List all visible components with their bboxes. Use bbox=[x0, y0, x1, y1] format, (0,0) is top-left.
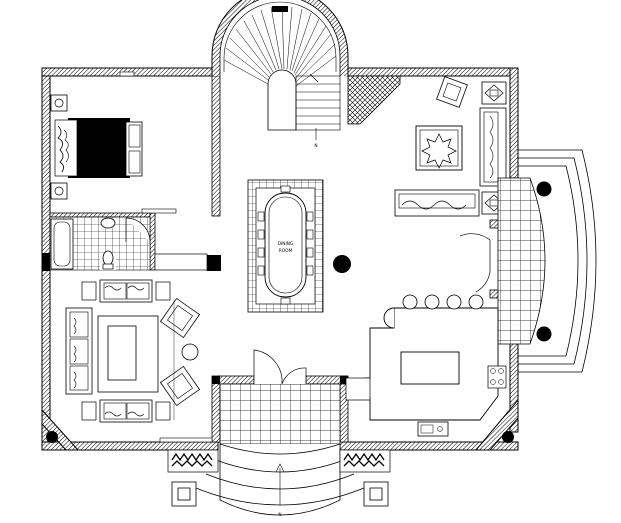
dining-area bbox=[247, 179, 324, 313]
column bbox=[340, 376, 348, 384]
washbasin bbox=[100, 217, 116, 229]
bar-stool bbox=[424, 294, 440, 310]
nightstand bbox=[50, 182, 68, 200]
column bbox=[212, 376, 220, 384]
dining-label: DINING bbox=[278, 241, 294, 247]
nightstand bbox=[50, 94, 68, 112]
terrace-right bbox=[497, 149, 597, 373]
planter-left bbox=[167, 449, 219, 507]
landing-wall bbox=[347, 75, 401, 125]
stair-tower-cap bbox=[272, 6, 288, 12]
spiral-staircase bbox=[211, 0, 349, 140]
kitchen bbox=[345, 294, 507, 437]
bedroom bbox=[50, 71, 177, 214]
entrance-mark: N bbox=[278, 512, 281, 518]
door-terrace bbox=[459, 233, 491, 293]
kitchen-island bbox=[400, 351, 460, 385]
stair-up-mark: N bbox=[314, 143, 317, 149]
bathroom bbox=[49, 216, 208, 271]
living-room bbox=[65, 279, 213, 443]
side-table bbox=[181, 343, 199, 361]
bar-stool bbox=[402, 294, 418, 310]
planter-right bbox=[339, 449, 391, 507]
column-round bbox=[502, 431, 514, 443]
column bbox=[207, 255, 221, 271]
bar-stool bbox=[468, 294, 484, 310]
column bbox=[42, 253, 50, 271]
toilet bbox=[102, 250, 114, 266]
bar-stool bbox=[446, 294, 462, 310]
dining-label: ROOM bbox=[279, 248, 293, 254]
column-round bbox=[46, 431, 58, 443]
entrance-foyer bbox=[195, 349, 365, 516]
column-round bbox=[333, 255, 351, 273]
family-room bbox=[394, 76, 507, 217]
bed bbox=[68, 118, 130, 178]
stove bbox=[487, 365, 507, 389]
